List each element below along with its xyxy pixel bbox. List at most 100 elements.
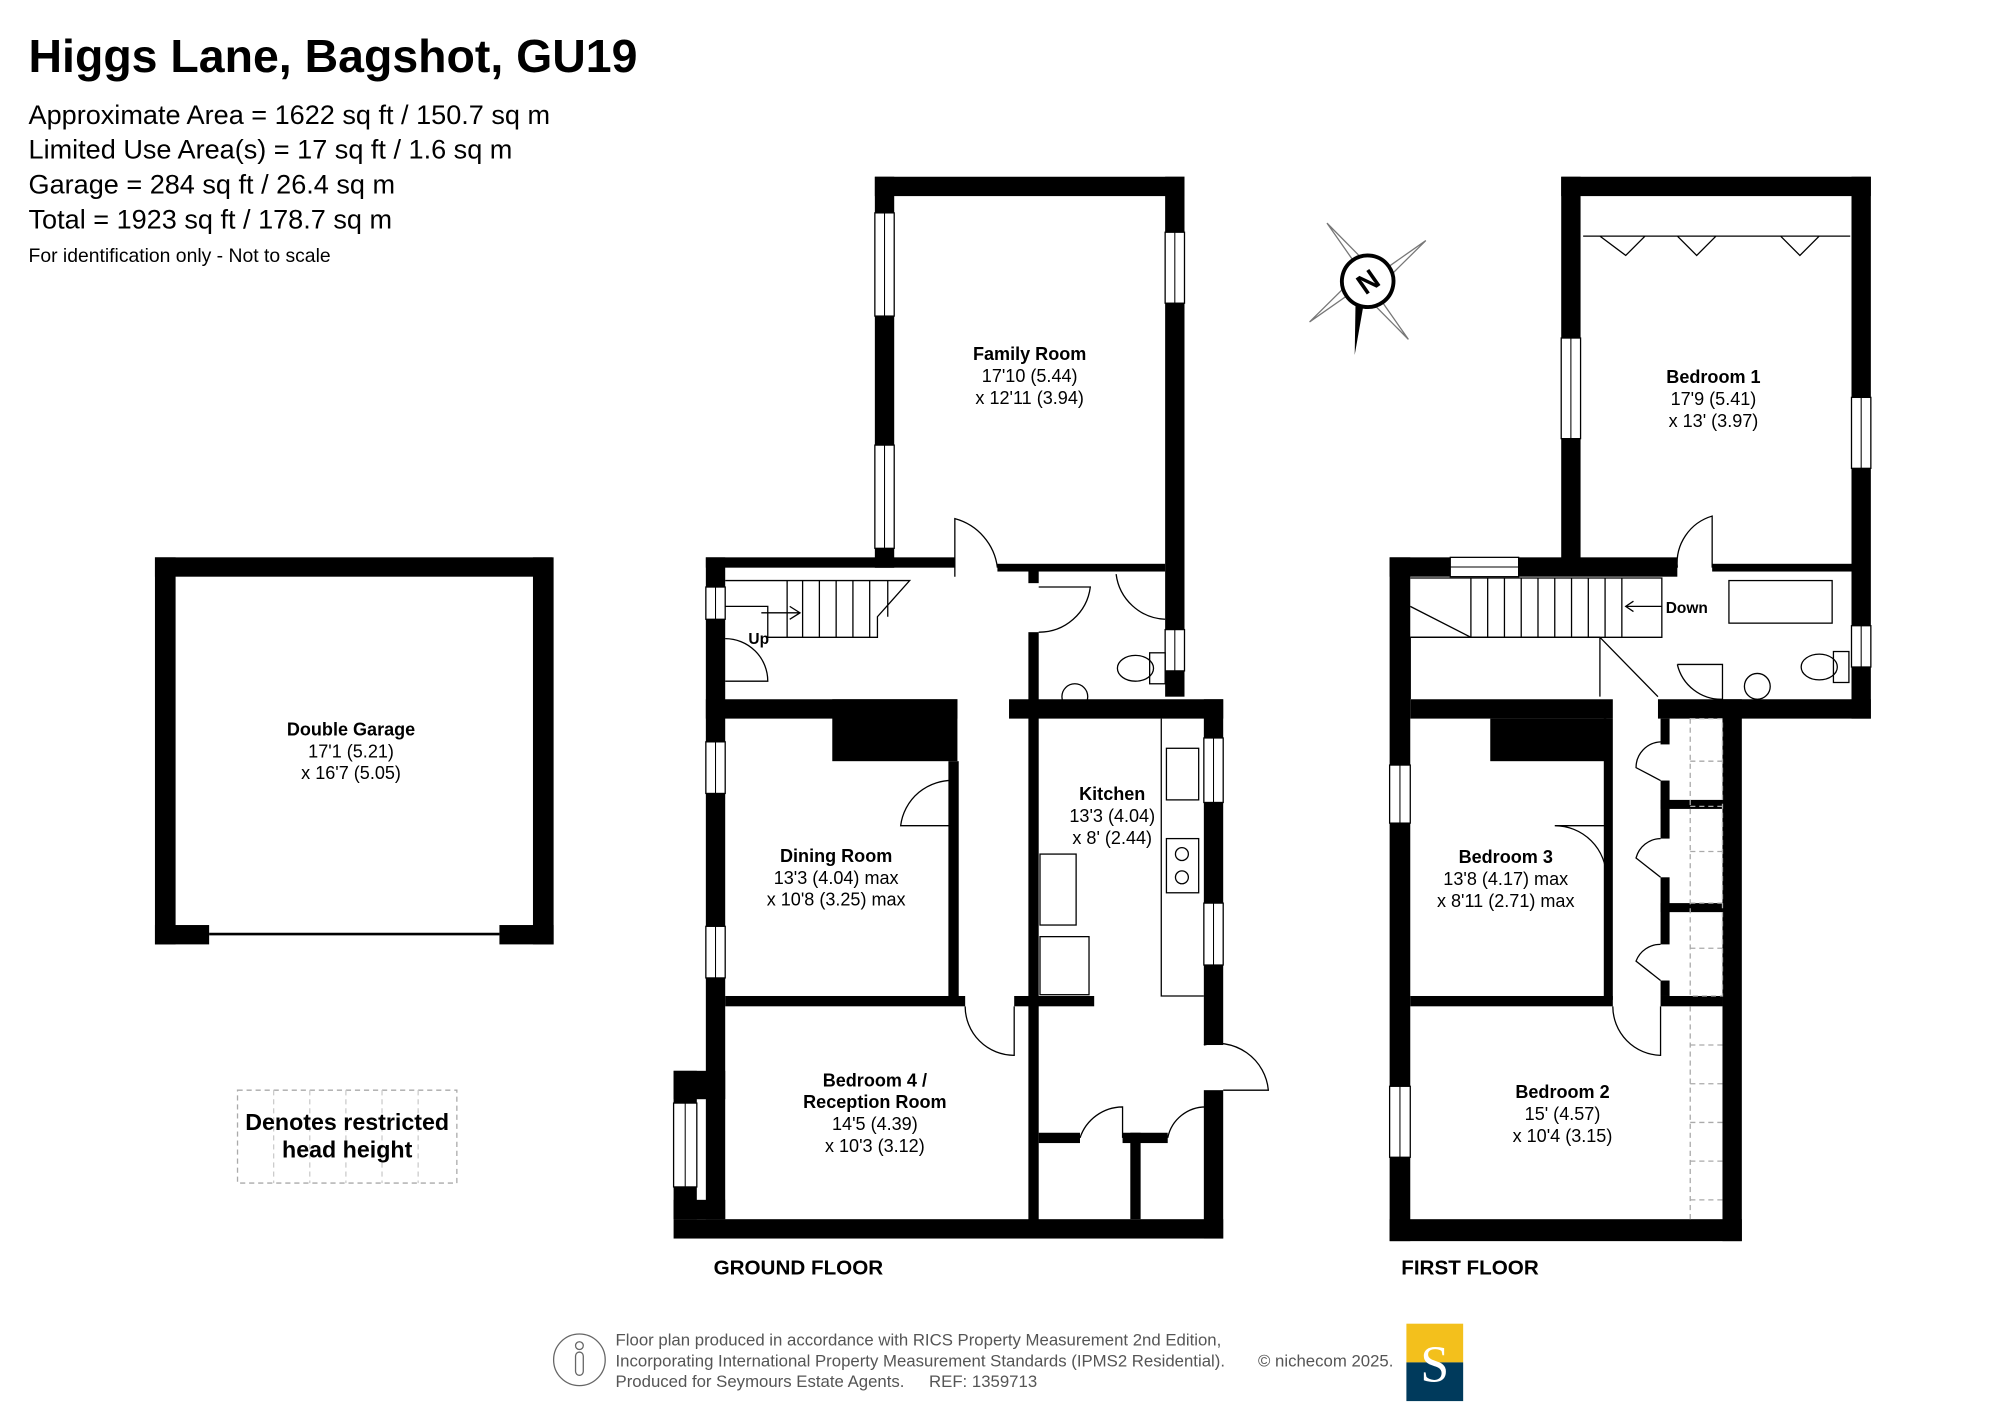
shower-icon <box>1115 574 1166 620</box>
wall <box>1203 1090 1224 1239</box>
wall <box>1410 995 1613 1007</box>
wall <box>532 557 554 945</box>
wall <box>154 557 553 577</box>
wall <box>1038 1132 1080 1144</box>
toilet-icon <box>1800 653 1838 681</box>
room-dim: 13'3 (4.04) <box>1069 806 1155 826</box>
wall <box>1603 718 1613 1000</box>
windows <box>672 212 1872 1188</box>
footer-ref: REF: 1359713 <box>929 1372 1037 1391</box>
footer-line3: Produced for Seymours Estate Agents. <box>616 1372 905 1391</box>
room-dim: x 10'8 (3.25) max <box>767 890 906 910</box>
stairs-first <box>1409 577 1663 638</box>
room-name: Bedroom 2 <box>1515 1082 1609 1102</box>
basin-icon <box>1743 672 1771 700</box>
wall <box>705 557 726 1220</box>
room-dim: x 8' (2.44) <box>1072 828 1152 848</box>
footer-line2: Incorporating International Property Mea… <box>616 1351 1225 1370</box>
legend-line1: Denotes restricted <box>245 1109 449 1135</box>
wall <box>874 557 955 568</box>
room-dining: Dining Room 13'3 (4.04) max x 10'8 (3.25… <box>767 846 906 910</box>
room-name: Dining Room <box>780 846 892 866</box>
fixtures <box>1039 235 1851 997</box>
room-name: Bedroom 4 / <box>823 1070 927 1090</box>
room-bedroom-3: Bedroom 3 13'8 (4.17) max x 8'11 (2.71) … <box>1437 847 1575 911</box>
wall <box>154 925 210 945</box>
room-bedroom-1: Bedroom 1 17'9 (5.41) x 13' (3.97) <box>1666 367 1760 431</box>
room-name: Family Room <box>973 344 1086 364</box>
first-floor-label: FIRST FLOOR <box>1401 1257 1539 1280</box>
logo-bottom <box>1406 1362 1464 1402</box>
wall <box>1660 877 1670 945</box>
hob-icon <box>1165 837 1200 894</box>
wall <box>1389 557 1411 1242</box>
wall <box>673 1070 726 1100</box>
area-garage: Garage = 284 sq ft / 26.4 sq m <box>29 169 396 200</box>
wall <box>1165 176 1185 697</box>
wall <box>1712 563 1852 572</box>
wall <box>725 995 966 1007</box>
room-name: Bedroom 3 <box>1459 847 1553 867</box>
toilet-icon <box>1116 654 1155 682</box>
wall <box>832 699 958 762</box>
stairs-up-label: Up <box>748 631 769 648</box>
area-approx: Approximate Area = 1622 sq ft / 150.7 sq… <box>29 99 551 130</box>
walls <box>154 176 1871 1242</box>
sink-icon <box>1165 747 1200 801</box>
stairs-ground <box>725 579 912 638</box>
room-dim: 13'8 (4.17) max <box>1443 869 1568 889</box>
wall <box>1389 1219 1742 1242</box>
wall <box>1660 799 1723 809</box>
wall <box>948 761 959 1000</box>
wall <box>1028 567 1039 584</box>
person-icon <box>552 1333 606 1387</box>
page-title: Higgs Lane, Bagshot, GU19 <box>29 30 638 82</box>
legend-line2: head height <box>282 1136 413 1162</box>
room-kitchen: Kitchen 13'3 (4.04) x 8' (2.44) <box>1069 784 1155 848</box>
area-total: Total = 1923 sq ft / 178.7 sq m <box>29 203 393 234</box>
room-name: Bedroom 1 <box>1666 367 1760 387</box>
room-bedroom-2: Bedroom 2 15' (4.57) x 10'4 (3.15) <box>1513 1082 1613 1146</box>
room-name: Kitchen <box>1079 784 1145 804</box>
wall <box>1660 995 1723 1007</box>
room-dim: 14'5 (4.39) <box>832 1114 918 1134</box>
wall <box>1410 699 1613 719</box>
compass: N <box>1309 222 1427 355</box>
wall <box>1561 176 1871 197</box>
wall <box>1660 903 1723 913</box>
stairs-down-label: Down <box>1666 600 1708 617</box>
room-dim: x 16'7 (5.05) <box>301 763 401 783</box>
wall <box>154 557 176 945</box>
wall <box>673 1219 1224 1239</box>
ground-floor-label: GROUND FLOOR <box>714 1257 884 1280</box>
arrow-icon <box>1624 600 1662 613</box>
room-dim: x 10'4 (3.15) <box>1513 1126 1613 1146</box>
logo-top <box>1406 1323 1464 1363</box>
legend: Denotes restricted head height <box>236 1089 458 1184</box>
wall <box>1122 1132 1168 1144</box>
room-garage: Double Garage 17'1 (5.21) x 16'7 (5.05) <box>287 719 415 783</box>
wall <box>1130 1132 1141 1220</box>
room-bedroom-4: Bedroom 4 / Reception Room 14'5 (4.39) x… <box>803 1070 946 1156</box>
room-dim: 17'1 (5.21) <box>308 741 394 761</box>
wall <box>705 557 895 568</box>
footer: Floor plan produced in accordance with R… <box>552 1323 1464 1402</box>
wardrobe <box>1583 235 1851 257</box>
footer-line1: Floor plan produced in accordance with R… <box>616 1331 1222 1350</box>
arrow-icon <box>761 605 802 620</box>
wall <box>673 1199 726 1220</box>
bath-icon <box>1728 579 1833 624</box>
doors <box>725 515 1724 1139</box>
wall <box>1490 718 1607 762</box>
wall <box>1660 980 1670 996</box>
disclaimer: For identification only - Not to scale <box>29 245 331 267</box>
wall <box>1014 995 1095 1007</box>
restricted-head-height-areas <box>1689 717 1724 1220</box>
wall <box>1722 699 1742 1242</box>
wall <box>1657 699 1871 719</box>
room-name: Reception Room <box>803 1092 946 1112</box>
wall <box>874 176 1185 197</box>
room-dim: x 8'11 (2.71) max <box>1437 891 1575 911</box>
room-dim: x 13' (3.97) <box>1669 411 1759 431</box>
